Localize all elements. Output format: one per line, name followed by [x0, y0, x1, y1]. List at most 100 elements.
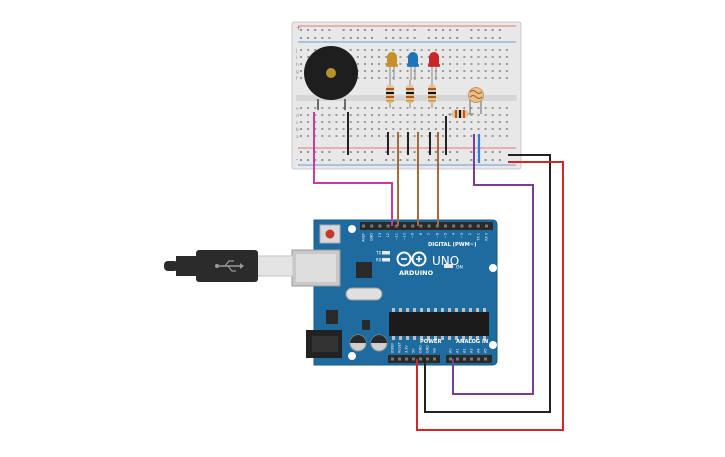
led-1[interactable]: [386, 52, 398, 80]
wire-magenta[interactable]: [313, 112, 393, 226]
arduino-logo-text: ARDUINO: [399, 269, 434, 277]
regulator: [326, 310, 338, 324]
photoresistor[interactable]: [468, 87, 484, 115]
pin-label: 13: [378, 233, 382, 237]
breadboard-jumpers: [347, 112, 481, 163]
atmega-chip: [389, 312, 489, 336]
usb-plug-metal: [254, 255, 294, 277]
pin-label: IOREF: [391, 343, 395, 353]
wire-red[interactable]: [416, 161, 564, 431]
row-letter: a: [296, 135, 299, 140]
resistor-3[interactable]: [428, 80, 436, 108]
wires: [313, 112, 564, 431]
pin-label: ~6: [435, 233, 439, 238]
piezo-buzzer[interactable]: [304, 46, 358, 110]
analog-header-pins: [449, 357, 487, 361]
small-chip: [362, 320, 370, 330]
usb-strain-relief: [176, 256, 198, 276]
pin-label: 3.3V: [405, 345, 409, 353]
row-letter: f: [296, 76, 298, 82]
rx-led: [382, 258, 390, 262]
mount-hole-1: [348, 225, 356, 233]
row-letter: c: [296, 121, 299, 126]
row-letter: b: [296, 127, 299, 133]
row-letter: h: [296, 62, 299, 68]
pin-label: ~9: [411, 233, 415, 238]
usb-chip: [356, 262, 372, 278]
power-label: POWER: [420, 339, 441, 345]
wire-purple[interactable]: [452, 134, 534, 395]
mount-hole-2: [489, 264, 497, 272]
rail-minus-label: -: [296, 156, 298, 163]
row-letter: j: [295, 48, 297, 54]
pin-label: GND: [419, 345, 423, 353]
pin-label: 12: [386, 233, 390, 237]
resistor-2[interactable]: [406, 80, 414, 108]
power-header-pins: [391, 357, 436, 361]
pin-label: A1: [456, 349, 460, 353]
pin-label: 4: [452, 233, 456, 235]
analog-header[interactable]: [446, 355, 492, 363]
resistor-4[interactable]: [448, 110, 474, 118]
leds: [386, 52, 440, 80]
pin-label: RX 0: [485, 233, 489, 241]
pin-label: ~5: [444, 233, 448, 238]
usb-cable[interactable]: [164, 250, 294, 282]
pin-label: ~11: [394, 233, 398, 240]
analog-label: ANALOG IN: [456, 339, 488, 345]
digital-label: DIGITAL (PWM~): [428, 242, 476, 248]
led-3[interactable]: [428, 52, 440, 80]
pin-label: TX 1: [476, 233, 480, 242]
row-letter: g: [296, 70, 299, 75]
tx-led: [382, 251, 390, 255]
power-jack-inner: [312, 336, 338, 352]
buzzer-center: [326, 68, 336, 78]
pin-label: GND: [426, 345, 430, 353]
mount-hole-4: [489, 341, 497, 349]
pin-label: 8: [419, 233, 423, 235]
mount-hole-3: [348, 352, 356, 360]
tx-label: TX: [375, 251, 381, 256]
pin-label: A0: [449, 349, 453, 353]
on-led: [444, 264, 453, 268]
wire-black[interactable]: [424, 154, 551, 413]
chip-pins: [392, 308, 486, 340]
photoresistor-head: [468, 87, 484, 103]
led-2[interactable]: [407, 52, 419, 80]
pin-label: A4: [477, 349, 481, 353]
pin-label: 5V: [412, 348, 416, 353]
pin-label: 7: [427, 233, 431, 235]
pin-label: A2: [463, 349, 467, 353]
pin-label: ~10: [403, 233, 407, 240]
pin-label: A3: [470, 349, 474, 353]
rx-label: RX: [376, 258, 382, 263]
pin-label: 2: [468, 233, 472, 235]
crystal: [345, 287, 383, 301]
resistors: [386, 80, 474, 118]
resistor-1[interactable]: [386, 80, 394, 108]
pin-label: ~3: [460, 233, 464, 238]
usb-icon: [215, 260, 244, 272]
digital-header[interactable]: [360, 222, 493, 230]
row-letter: i: [296, 55, 297, 61]
row-letter: e: [296, 107, 299, 112]
arduino-uno[interactable]: ARDUINO UNO DIGITAL (PWM~) POWER ANALOG …: [291, 219, 498, 366]
usb-cable-end: [164, 261, 178, 271]
digital-header-pins: [362, 224, 488, 228]
usb-port-inner: [296, 254, 336, 282]
row-letter: d: [296, 113, 299, 119]
pin-label: GND: [370, 233, 374, 241]
pin-label: Vin: [433, 348, 437, 353]
rail-plus-label: +: [296, 25, 301, 32]
arduino-logo: [396, 251, 427, 267]
pin-label: RESET: [398, 341, 402, 353]
breadboard-holes: [300, 29, 508, 161]
reset-button-cap: [325, 229, 335, 239]
pin-label: A5: [484, 349, 488, 353]
